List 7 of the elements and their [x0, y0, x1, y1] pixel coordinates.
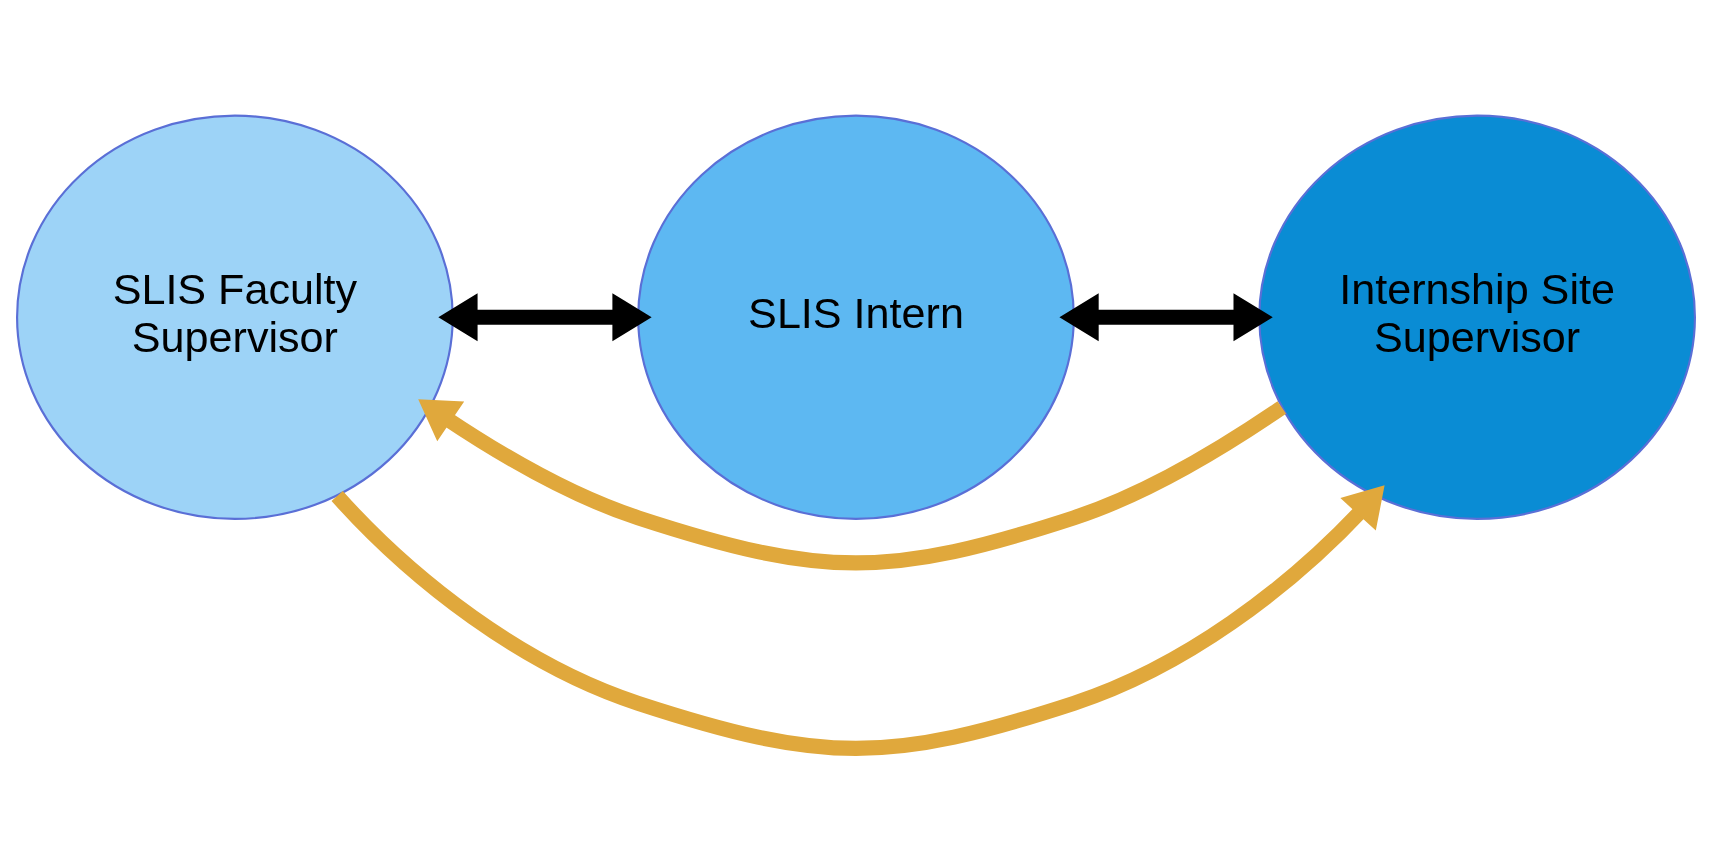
- node-circle: Internship Site Supervisor: [1258, 114, 1696, 520]
- arrow: [418, 399, 1287, 571]
- node-circle: SLIS Faculty Supervisor: [16, 114, 454, 520]
- arrow: [438, 293, 652, 342]
- arrow: [1059, 293, 1273, 342]
- arrow: [331, 485, 1385, 756]
- node-circle: SLIS Intern: [637, 114, 1075, 520]
